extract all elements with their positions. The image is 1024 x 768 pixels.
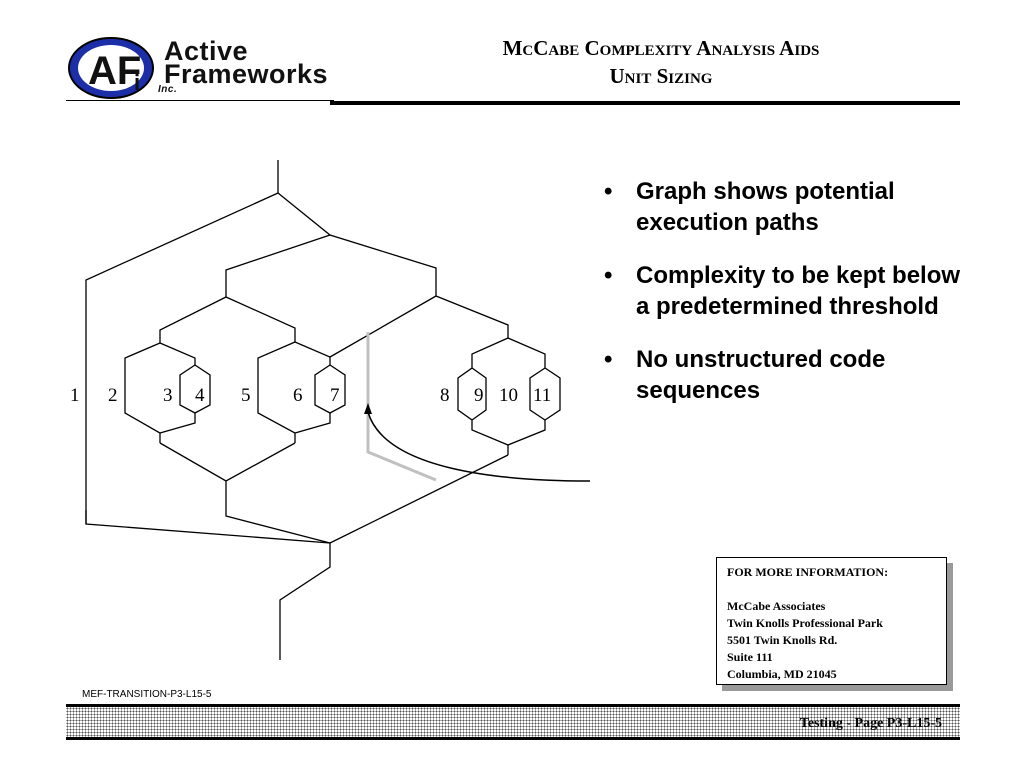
- bullet-list: • Graph shows potential execution paths •…: [604, 176, 964, 428]
- title-rule-left: [66, 100, 334, 101]
- footer-page-label: Testing - Page P3-L15-5: [799, 716, 942, 731]
- company-logo: AF i Active Frameworks Inc.: [66, 34, 336, 104]
- edge-path-5: [257, 341, 296, 443]
- edge-to-right: [435, 295, 509, 338]
- edge-path-11: [544, 367, 561, 421]
- slide-title: McCabe Complexity Analysis Aids Unit Siz…: [356, 34, 966, 90]
- edge-right-down: [329, 454, 509, 544]
- edge-lm-down: [225, 481, 331, 544]
- bullet-item: • Graph shows potential execution paths: [604, 176, 964, 238]
- edge-left-branch: [225, 234, 331, 297]
- edge-lm-join: [159, 442, 296, 482]
- node-label-3: 3: [163, 385, 173, 406]
- control-flow-graph: 1 2 3 4 5 6 7 8 9 10 11: [70, 160, 591, 660]
- info-box-line: McCabe Associates: [727, 599, 826, 613]
- edge-right-branch: [277, 192, 437, 296]
- edge-right-join: [507, 420, 546, 455]
- info-box-line: Suite 111: [727, 650, 773, 664]
- edge-path-1: [85, 192, 331, 544]
- edge-path-2: [124, 342, 161, 443]
- bullet-item: • No unstructured code sequences: [604, 344, 964, 406]
- node-label-9: 9: [474, 385, 484, 406]
- info-box-line: Columbia, MD 21045: [727, 667, 837, 681]
- edge-to-67: [294, 341, 331, 365]
- bullet-item: • Complexity to be kept below a predeterm…: [604, 260, 964, 322]
- edge-path-4: [194, 364, 211, 414]
- edge-to-1011: [507, 337, 546, 368]
- info-box-line: 5501 Twin Knolls Rd.: [727, 633, 838, 647]
- edge-67-join: [294, 413, 331, 434]
- logo-text-inc: Inc.: [158, 84, 178, 95]
- node-label-11: 11: [533, 385, 551, 406]
- info-box-line: Twin Knolls Professional Park: [727, 616, 883, 630]
- node-label-2: 2: [108, 385, 118, 406]
- edge-path-6: [314, 364, 331, 414]
- bullet-dot: •: [604, 178, 613, 205]
- svg-text:AF: AF: [88, 49, 141, 93]
- node-label-7: 7: [330, 385, 340, 406]
- edge-b: [225, 296, 296, 342]
- edge-a: [159, 296, 227, 343]
- edge-path-9: [471, 367, 487, 421]
- logo-text-active: Active: [164, 36, 249, 66]
- edge-path-7: [329, 364, 346, 414]
- bullet-text: Graph shows potential execution paths: [636, 178, 895, 236]
- bullet-text: No unstructured code sequences: [636, 346, 886, 404]
- logo-emblem: AF i: [68, 37, 154, 99]
- node-label-1: 1: [70, 385, 80, 406]
- edge-exit: [279, 543, 331, 660]
- edge-34-join: [159, 413, 196, 434]
- info-box: FOR MORE INFORMATION: McCabe Associates …: [716, 557, 947, 685]
- bullet-text: Complexity to be kept below a predetermi…: [636, 262, 961, 320]
- edge-path-10: [529, 367, 546, 421]
- node-label-6: 6: [293, 385, 303, 406]
- node-label-5: 5: [241, 385, 251, 406]
- title-line-2: Unit Sizing: [609, 64, 713, 88]
- edge-path-3: [179, 364, 196, 414]
- info-box-heading: FOR MORE INFORMATION:: [727, 565, 889, 579]
- edge-to-34: [159, 342, 196, 365]
- title-rule-right: [330, 101, 960, 105]
- highlight-path: [366, 332, 437, 482]
- pointer-arrow: [367, 411, 591, 482]
- edge-cross: [329, 295, 437, 358]
- node-label-10: 10: [499, 385, 518, 406]
- pointer-arrowhead: [364, 403, 372, 414]
- logo-text-frameworks: Frameworks: [164, 59, 329, 89]
- title-line-1: McCabe Complexity Analysis Aids: [502, 36, 820, 60]
- footer-bar: Testing - Page P3-L15-5: [66, 704, 960, 740]
- footer-code: MEF-TRANSITION-P3-L15-5: [82, 689, 212, 700]
- node-label-8: 8: [440, 385, 450, 406]
- edge-path-8: [457, 337, 509, 446]
- bullet-dot: •: [604, 346, 613, 373]
- svg-text:i: i: [134, 70, 140, 95]
- node-label-4: 4: [195, 385, 205, 406]
- graph-edges: [85, 160, 561, 660]
- bullet-dot: •: [604, 262, 613, 289]
